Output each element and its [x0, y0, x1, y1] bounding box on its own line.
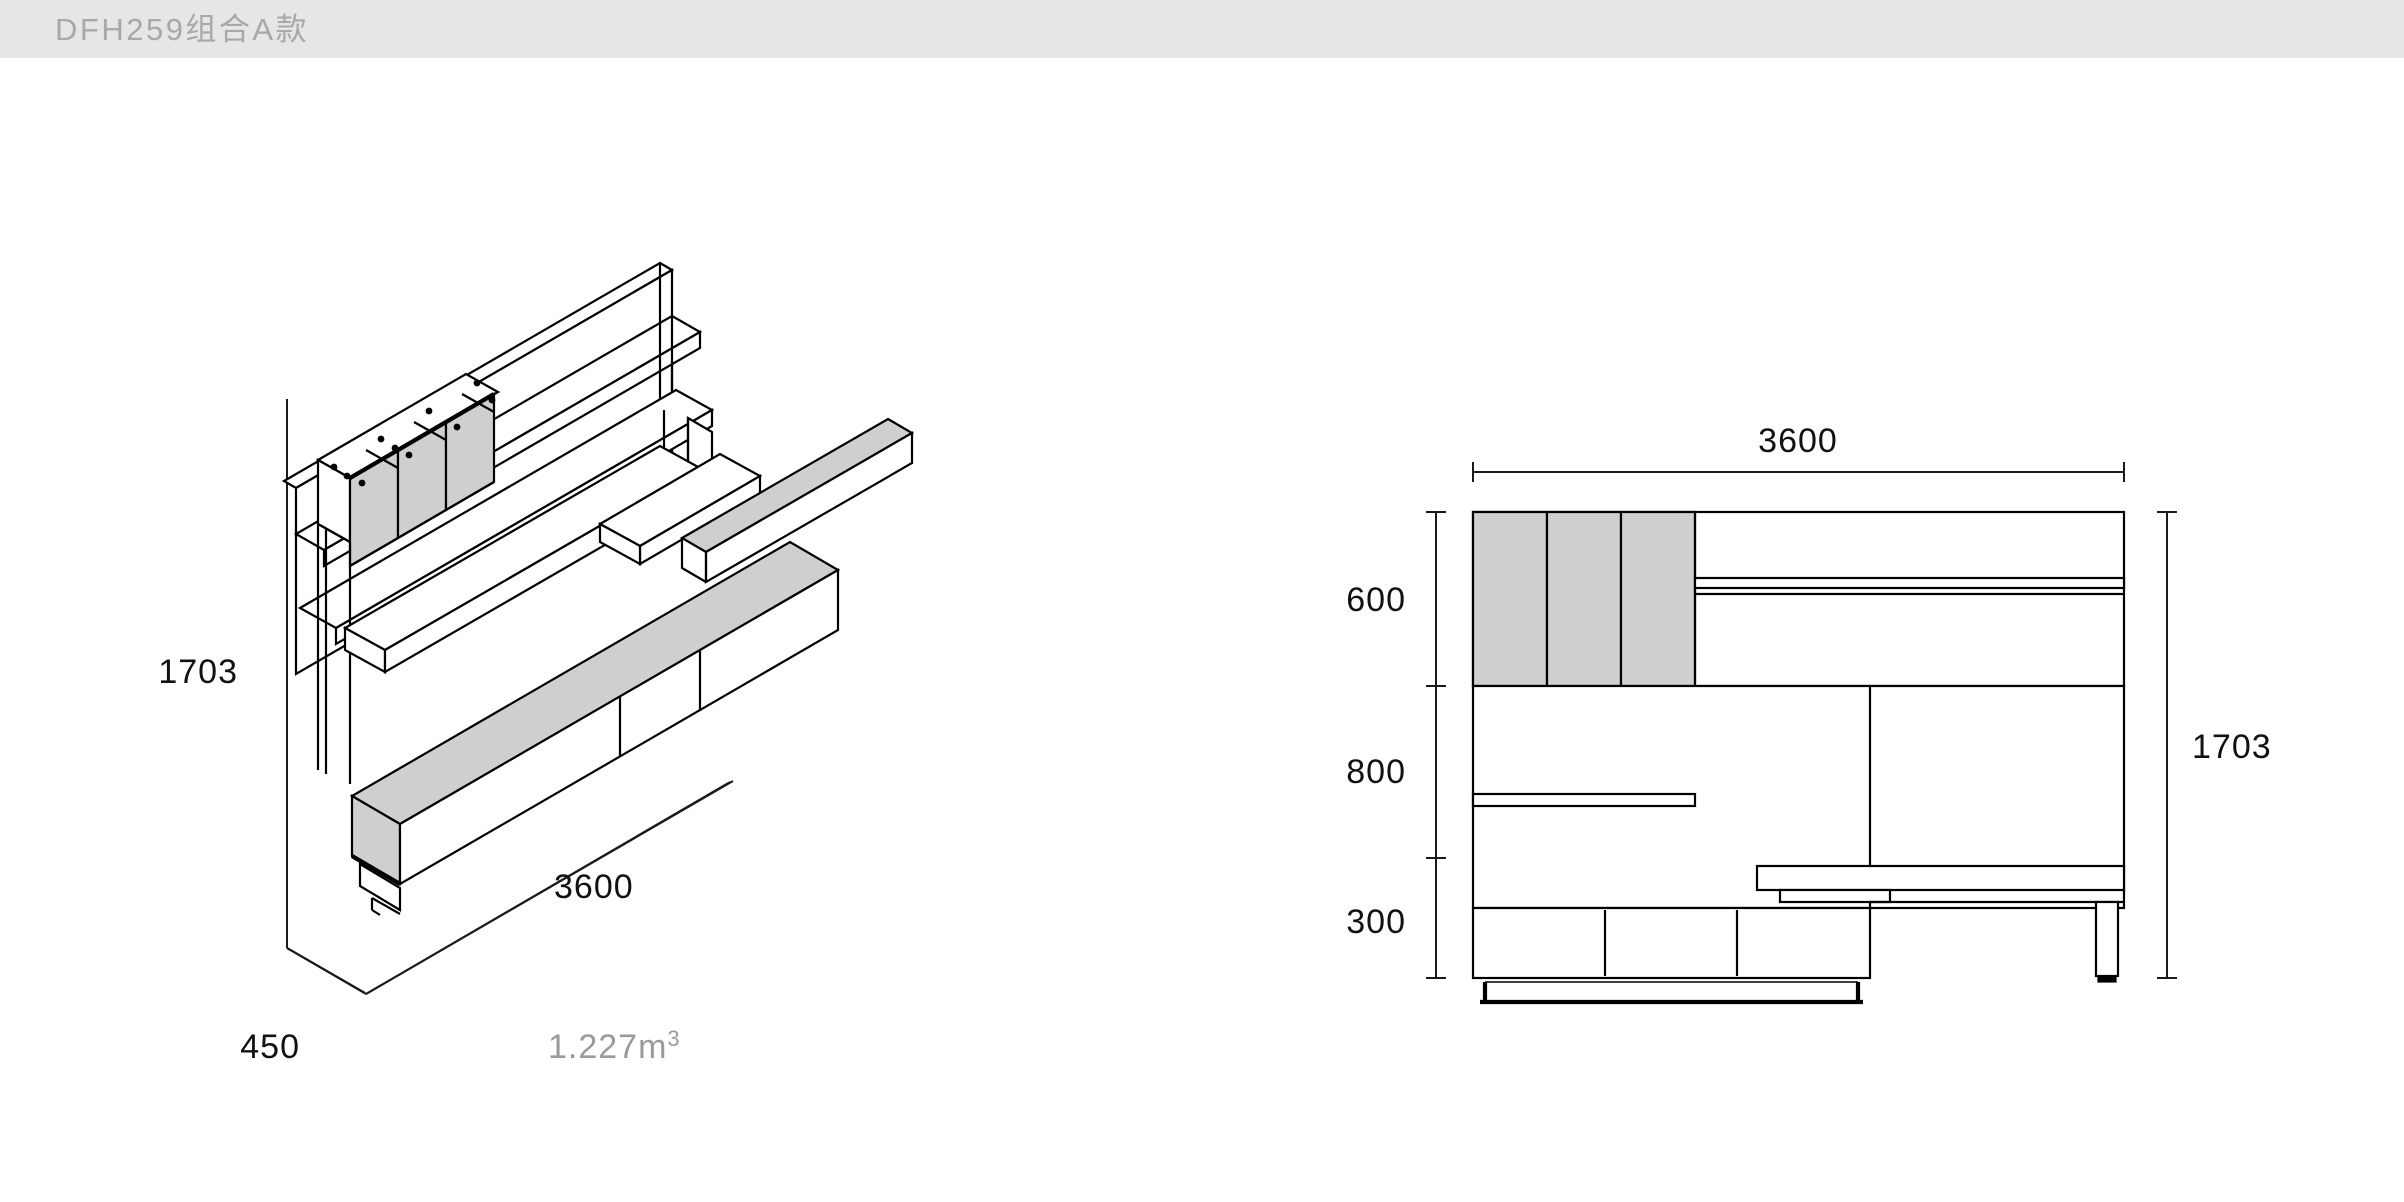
header-bar: DFH259组合A款 — [0, 0, 2404, 58]
elev-bench-leg — [2094, 900, 2120, 978]
elevation-view-container: 3600 600 800 300 1703 — [1180, 58, 2404, 1202]
iso-upper-cabinet — [315, 372, 501, 568]
elev-total-height-dimension-text: 1703 — [2192, 728, 2272, 766]
elev-bench — [1755, 864, 2126, 983]
volume-label: 1.227m3 — [548, 1026, 681, 1066]
iso-depth-dimension-text: 450 — [240, 1028, 300, 1066]
iso-width-dimension-text: 3600 — [554, 868, 634, 906]
elev-bench-top — [1755, 864, 2126, 892]
elevation-drawing: 3600 600 800 300 1703 — [1346, 422, 2272, 1005]
elev-upper-right-open — [1693, 512, 2126, 686]
elev-width-dimension — [1472, 462, 2125, 482]
elev-total-height-dimension — [2157, 511, 2177, 979]
elev-segment-800-text: 800 — [1346, 753, 1406, 791]
iso-left-carcass — [316, 524, 352, 784]
isometric-view-container: 1703 450 3600 1.227m3 — [0, 58, 1180, 1202]
isometric-drawing: 1703 450 3600 1.227m3 — [158, 261, 915, 1066]
elev-door-1 — [1471, 510, 1549, 688]
elev-door-3 — [1619, 510, 1697, 688]
elev-mid-shelf-board — [1471, 792, 1697, 808]
elev-segment-300-text: 300 — [1346, 903, 1406, 941]
elev-upper-cabinet-doors — [1471, 510, 1697, 688]
elev-upper-shelf-board — [1693, 576, 2126, 590]
elev-door-2 — [1545, 510, 1623, 688]
elev-base-cabinet-body — [1471, 906, 1872, 980]
elev-bench-foot — [2097, 975, 2117, 983]
iso-dimension-frame — [286, 399, 734, 995]
elev-base-cabinet — [1471, 906, 1872, 1005]
elev-width-dimension-text: 3600 — [1758, 422, 1838, 460]
elev-bench-rail — [1778, 888, 1892, 904]
page-title: DFH259组合A款 — [55, 11, 310, 47]
elev-segment-600-text: 600 — [1346, 581, 1406, 619]
iso-low-cabinet — [349, 540, 841, 916]
elev-vertical-chain-dimension — [1426, 511, 1446, 979]
iso-height-dimension-text: 1703 — [158, 653, 238, 691]
